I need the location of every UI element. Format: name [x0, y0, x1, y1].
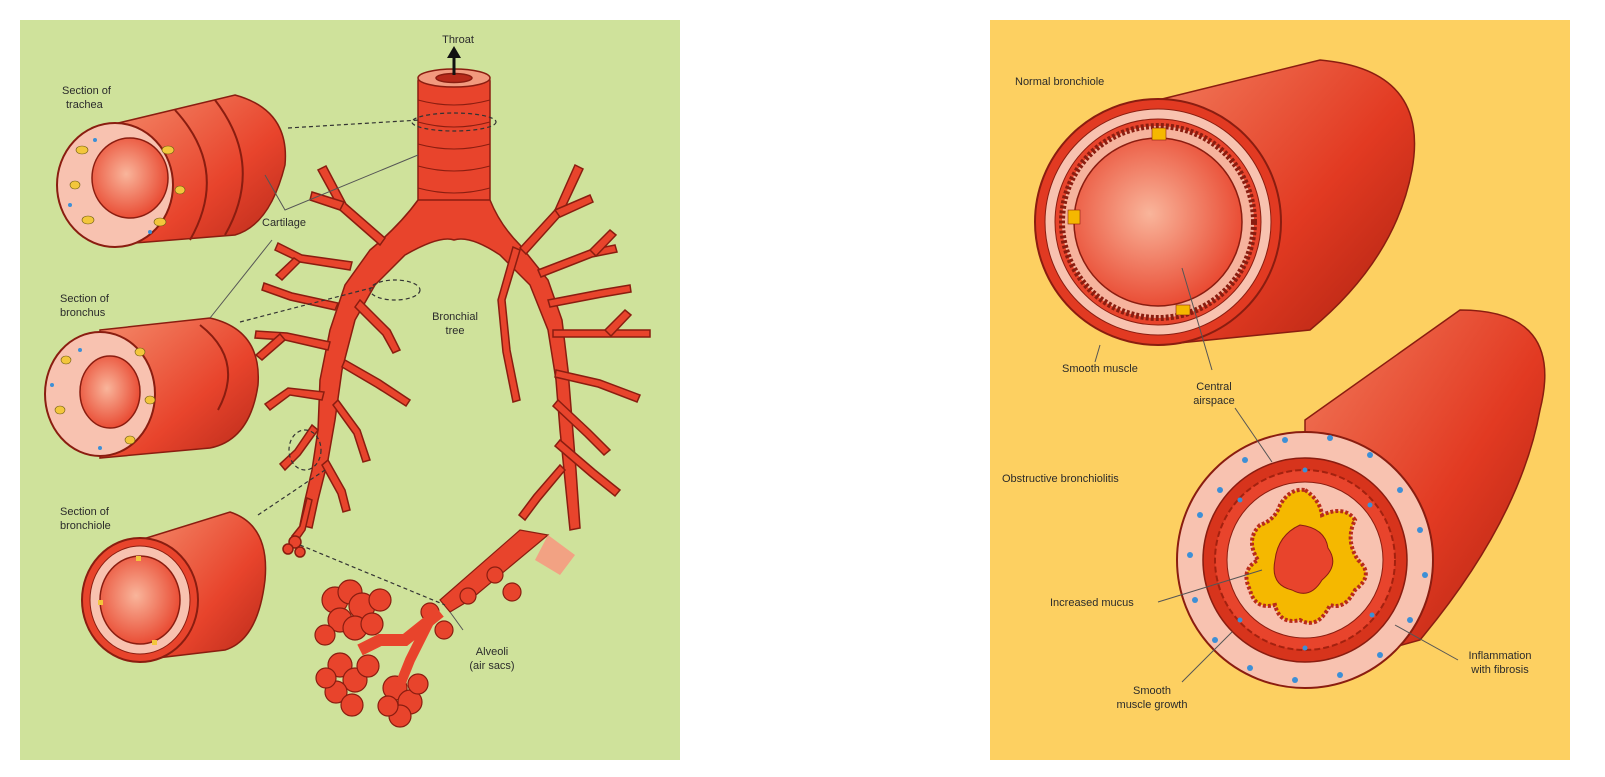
normal-bronchiole-label: Normal bronchiole	[1015, 76, 1104, 88]
section-trachea-label-line2: trachea	[66, 99, 104, 111]
bronchial-tree-label-line1: Bronchial	[432, 311, 478, 323]
increased-mucus-label: Increased mucus	[1050, 597, 1134, 609]
smooth-muscle-label: Smooth muscle	[1062, 363, 1138, 375]
section-bronchiole-label-line1: Section of	[60, 506, 110, 518]
obstructive-bronchiolitis-label: Obstructive bronchiolitis	[1002, 473, 1119, 485]
central-airspace-label-line2: airspace	[1193, 395, 1235, 407]
section-bronchus-label-line2: bronchus	[60, 307, 106, 319]
trachea-shape	[418, 75, 490, 205]
inflammation-fibrosis-label-line1: Inflammation	[1469, 650, 1532, 662]
bronchus-section	[45, 318, 258, 458]
bronchial-tree-panel: Throat Section of trachea Cartilage Sect…	[20, 20, 680, 760]
section-bronchus-label-line1: Section of	[60, 293, 110, 305]
central-airspace-label-line1: Central	[1196, 381, 1231, 393]
inflammation-fibrosis-label-line2: with fibrosis	[1470, 664, 1529, 676]
smooth-muscle-growth-label-line1: Smooth	[1133, 685, 1171, 697]
section-trachea-label-line1: Section of	[62, 85, 112, 97]
section-bronchiole-label-line2: bronchiole	[60, 520, 111, 532]
cartilage-label: Cartilage	[262, 217, 306, 229]
alveoli-label-line1: Alveoli	[476, 646, 508, 658]
smooth-muscle-growth-label-line2: muscle growth	[1117, 699, 1188, 711]
alveoli-label-line2: (air sacs)	[469, 660, 514, 672]
throat-label: Throat	[442, 34, 474, 46]
bronchial-tree-label-line2: tree	[446, 325, 465, 337]
bronchiolitis-panel: Normal bronchiole Smooth muscle Central …	[990, 20, 1570, 760]
